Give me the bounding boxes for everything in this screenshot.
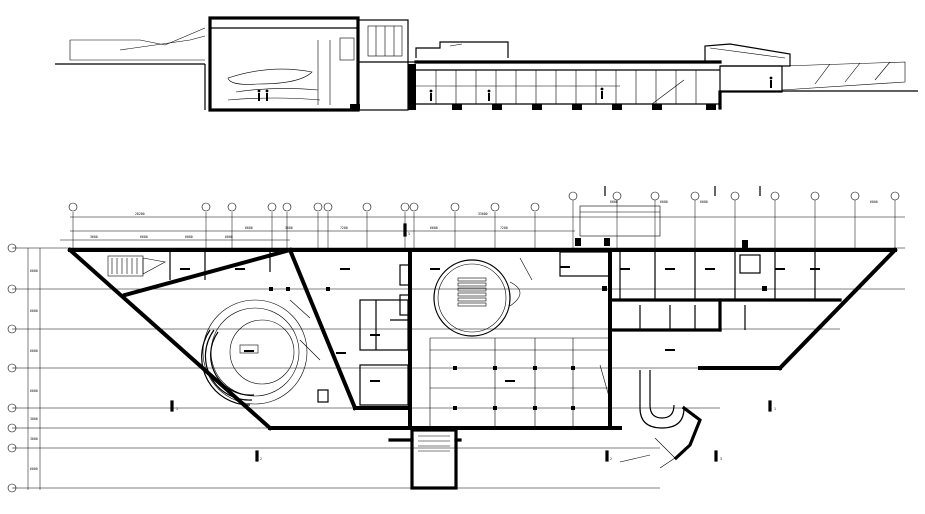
left-wing-rooms — [107, 252, 271, 280]
svg-text:6600: 6600 — [430, 226, 438, 230]
svg-text:6000: 6000 — [30, 467, 38, 471]
svg-text:6000: 6000 — [30, 269, 38, 273]
floor-plan: 28200 6600 3600 7200 6600 33600 7200 360… — [7, 186, 905, 493]
hall-grid — [429, 337, 611, 428]
curved-ramp — [619, 370, 702, 469]
svg-text:6000: 6000 — [225, 235, 233, 239]
grid-bubbles-top — [68, 191, 900, 212]
svg-text:28200: 28200 — [135, 212, 145, 216]
svg-text:33600: 33600 — [478, 212, 488, 216]
left-roof-slope — [70, 27, 206, 46]
column-grid-vertical — [72, 200, 896, 250]
auditorium-seating — [227, 68, 313, 85]
svg-text:1: 1 — [774, 407, 776, 411]
right-canopy — [781, 61, 906, 91]
svg-text:7200: 7200 — [340, 226, 348, 230]
svg-text:6000: 6000 — [30, 349, 38, 353]
section-markers: 1 1 2 2 3 3 — [170, 186, 776, 462]
rotunda-seating — [457, 277, 487, 307]
figure-markers — [257, 76, 773, 101]
building-section — [55, 16, 918, 112]
svg-text:6000: 6000 — [30, 389, 38, 393]
svg-text:6000: 6000 — [870, 200, 878, 204]
dimension-chain-top: 28200 6600 3600 7200 6600 33600 7200 360… — [60, 200, 905, 241]
svg-text:3: 3 — [720, 457, 722, 461]
svg-text:3600: 3600 — [90, 235, 98, 239]
svg-text:3000: 3000 — [30, 417, 38, 421]
mid-volume — [357, 19, 409, 111]
auditorium-volume — [208, 16, 360, 112]
svg-text:3000: 3000 — [30, 437, 38, 441]
right-wing-rooms — [559, 250, 816, 330]
dimension-chain-left: 6000 6000 6000 6000 3000 3000 6000 — [30, 269, 38, 471]
section-stair — [651, 79, 685, 105]
svg-text:6600: 6600 — [245, 226, 253, 230]
auditorium-plan — [201, 299, 329, 406]
svg-text:7200: 7200 — [500, 226, 508, 230]
svg-text:6600: 6600 — [140, 235, 148, 239]
grid-bubbles-left — [7, 243, 17, 493]
svg-text:6000: 6000 — [660, 200, 668, 204]
facade-mullions — [416, 70, 697, 104]
svg-text:6000: 6000 — [610, 200, 618, 204]
rotunda-plan — [433, 257, 533, 337]
svg-text:6000: 6000 — [185, 235, 193, 239]
svg-text:6000: 6000 — [700, 200, 708, 204]
exterior-walls — [67, 247, 898, 431]
roof-lantern — [415, 41, 509, 58]
svg-text:6000: 6000 — [30, 309, 38, 313]
core-rooms — [359, 264, 411, 406]
svg-text:3600: 3600 — [285, 226, 293, 230]
structural-columns — [269, 238, 767, 410]
svg-text:1: 1 — [176, 407, 178, 411]
svg-text:2: 2 — [610, 457, 612, 461]
entrance-block — [388, 428, 462, 490]
svg-text:3: 3 — [408, 232, 410, 236]
svg-text:2: 2 — [260, 457, 262, 461]
